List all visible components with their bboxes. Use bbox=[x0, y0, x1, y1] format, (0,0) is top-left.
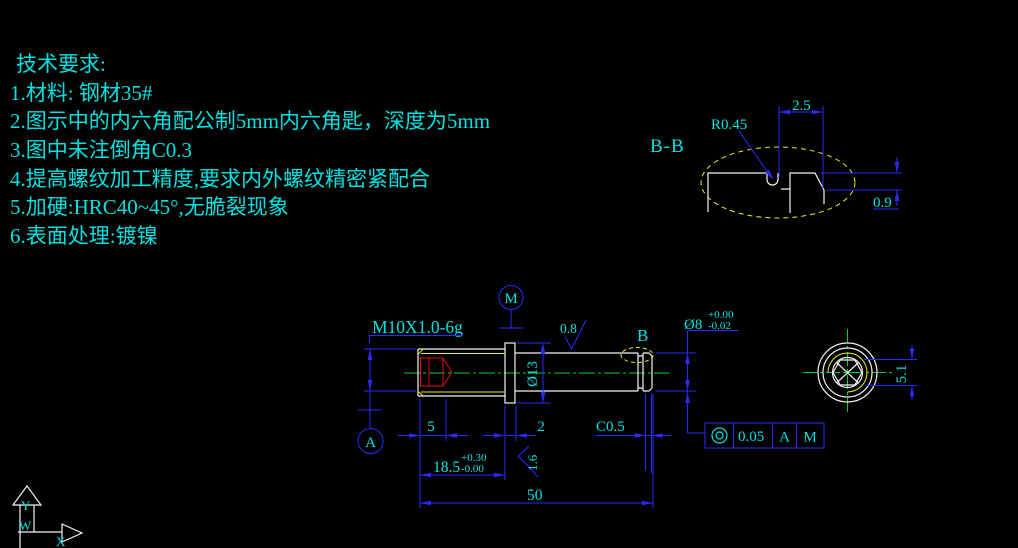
small-dimensions-row: 5 2 C0.5 bbox=[398, 394, 671, 480]
note-line: 5.加硬:HRC40~45°,无脆裂现象 bbox=[10, 195, 289, 219]
end-chamfer-value: C0.5 bbox=[596, 419, 625, 435]
roughness-symbol-shaft: 0.8 bbox=[560, 319, 587, 351]
datum-m-symbol: M bbox=[498, 285, 524, 329]
bb-dim-radius: R0.45 bbox=[711, 117, 747, 133]
note-line: 1.材料: 钢材35# bbox=[10, 81, 153, 105]
ucs-icon: Y W X bbox=[11, 484, 84, 548]
shaft-dia-tol-upper: +0.00 bbox=[708, 309, 734, 321]
thread-length-tol-lower: -0.00 bbox=[461, 463, 484, 475]
bb-dim-depth: 0.9 bbox=[873, 195, 892, 211]
shaft-dia-value: Ø8 bbox=[684, 317, 702, 333]
thread-root-lines bbox=[418, 348, 505, 397]
hex-socket-outline bbox=[832, 359, 863, 386]
bb-dimensions: 2.5 R0.45 0.9 bbox=[711, 98, 902, 211]
bb-break-ellipse bbox=[700, 146, 856, 219]
end-view: 5.1 bbox=[803, 329, 917, 413]
notes-title: 技术要求: bbox=[16, 52, 106, 76]
part-outline bbox=[417, 342, 653, 404]
dim-shaft-dia: Ø8 +0.00 -0.02 bbox=[656, 309, 739, 434]
ucs-y-arrowhead bbox=[11, 484, 43, 506]
thread-root-arc bbox=[827, 352, 868, 393]
bb-dim-width: 2.5 bbox=[792, 98, 811, 114]
note-line: 6.表面处理:镀镍 bbox=[10, 224, 158, 248]
datum-m-label: M bbox=[504, 291, 517, 307]
bb-section-view: B-B 2.5 R0.45 0.9 bbox=[650, 98, 902, 219]
bb-section-label: B-B bbox=[650, 136, 685, 157]
front-view: B M M10X1.0-6g A bbox=[357, 285, 825, 508]
flange-width-value: 2 bbox=[537, 419, 545, 435]
datum-a-label: A bbox=[365, 435, 376, 451]
roughness-symbol-flange: 1.6 bbox=[517, 445, 540, 478]
ucs-w-label: W bbox=[19, 518, 32, 533]
hex-socket-hidden-lines bbox=[419, 357, 453, 387]
dim-flange-dia: Ø13 bbox=[517, 342, 551, 404]
section-cut-ellipse bbox=[620, 347, 654, 363]
overall-length-value: 50 bbox=[527, 487, 543, 504]
dim-thread-length: 18.5 +0.30 -0.00 bbox=[419, 399, 505, 508]
ucs-axes-lines bbox=[18, 505, 62, 548]
thread-length-tol-upper: +0.30 bbox=[461, 452, 487, 464]
fcf-datum: A bbox=[779, 430, 790, 446]
ucs-x-arrowhead bbox=[61, 523, 84, 543]
ucs-x-label: X bbox=[56, 534, 66, 548]
retaining-groove bbox=[637, 353, 653, 391]
note-line: 4.提高螺纹加工精度,要求内外螺纹精密紧配合 bbox=[10, 167, 430, 191]
concentricity-icon bbox=[711, 427, 728, 444]
thread-spec-label: M10X1.0-6g bbox=[372, 317, 463, 337]
thread-length-value: 18.5 bbox=[433, 459, 460, 476]
shaft-dia-tol-lower: -0.02 bbox=[708, 320, 731, 332]
dim-socket-width: 5.1 bbox=[864, 345, 917, 400]
note-line: 2.图示中的内六角配公制5mm内六角匙，深度为5mm bbox=[10, 109, 491, 133]
bb-slot-profile bbox=[707, 172, 825, 213]
roughness-shaft-value: 0.8 bbox=[560, 321, 577, 336]
flange-dia-value: Ø13 bbox=[525, 361, 541, 387]
fcf-tolerance-value: 0.05 bbox=[738, 429, 764, 445]
socket-depth-value: 5 bbox=[427, 419, 435, 435]
socket-width-value: 5.1 bbox=[894, 365, 910, 384]
socket-cross-lines bbox=[836, 362, 859, 384]
note-line: 3.图中未注倒角C0.3 bbox=[10, 138, 193, 162]
dim-overall-length: 50 bbox=[420, 394, 654, 508]
roughness-flange-value: 1.6 bbox=[525, 454, 540, 471]
feature-control-frame: 0.05 A M bbox=[685, 392, 825, 449]
thread-od-circle bbox=[822, 347, 873, 398]
end-view-centerlines bbox=[803, 329, 893, 413]
thread-callout: M10X1.0-6g bbox=[364, 317, 463, 392]
section-mark-b: B bbox=[637, 326, 648, 345]
ucs-y-label: Y bbox=[21, 498, 31, 513]
flange-circle bbox=[817, 342, 878, 403]
datum-a-symbol: A bbox=[357, 391, 384, 454]
fcf-modifier: M bbox=[803, 430, 816, 446]
flange bbox=[504, 342, 516, 404]
